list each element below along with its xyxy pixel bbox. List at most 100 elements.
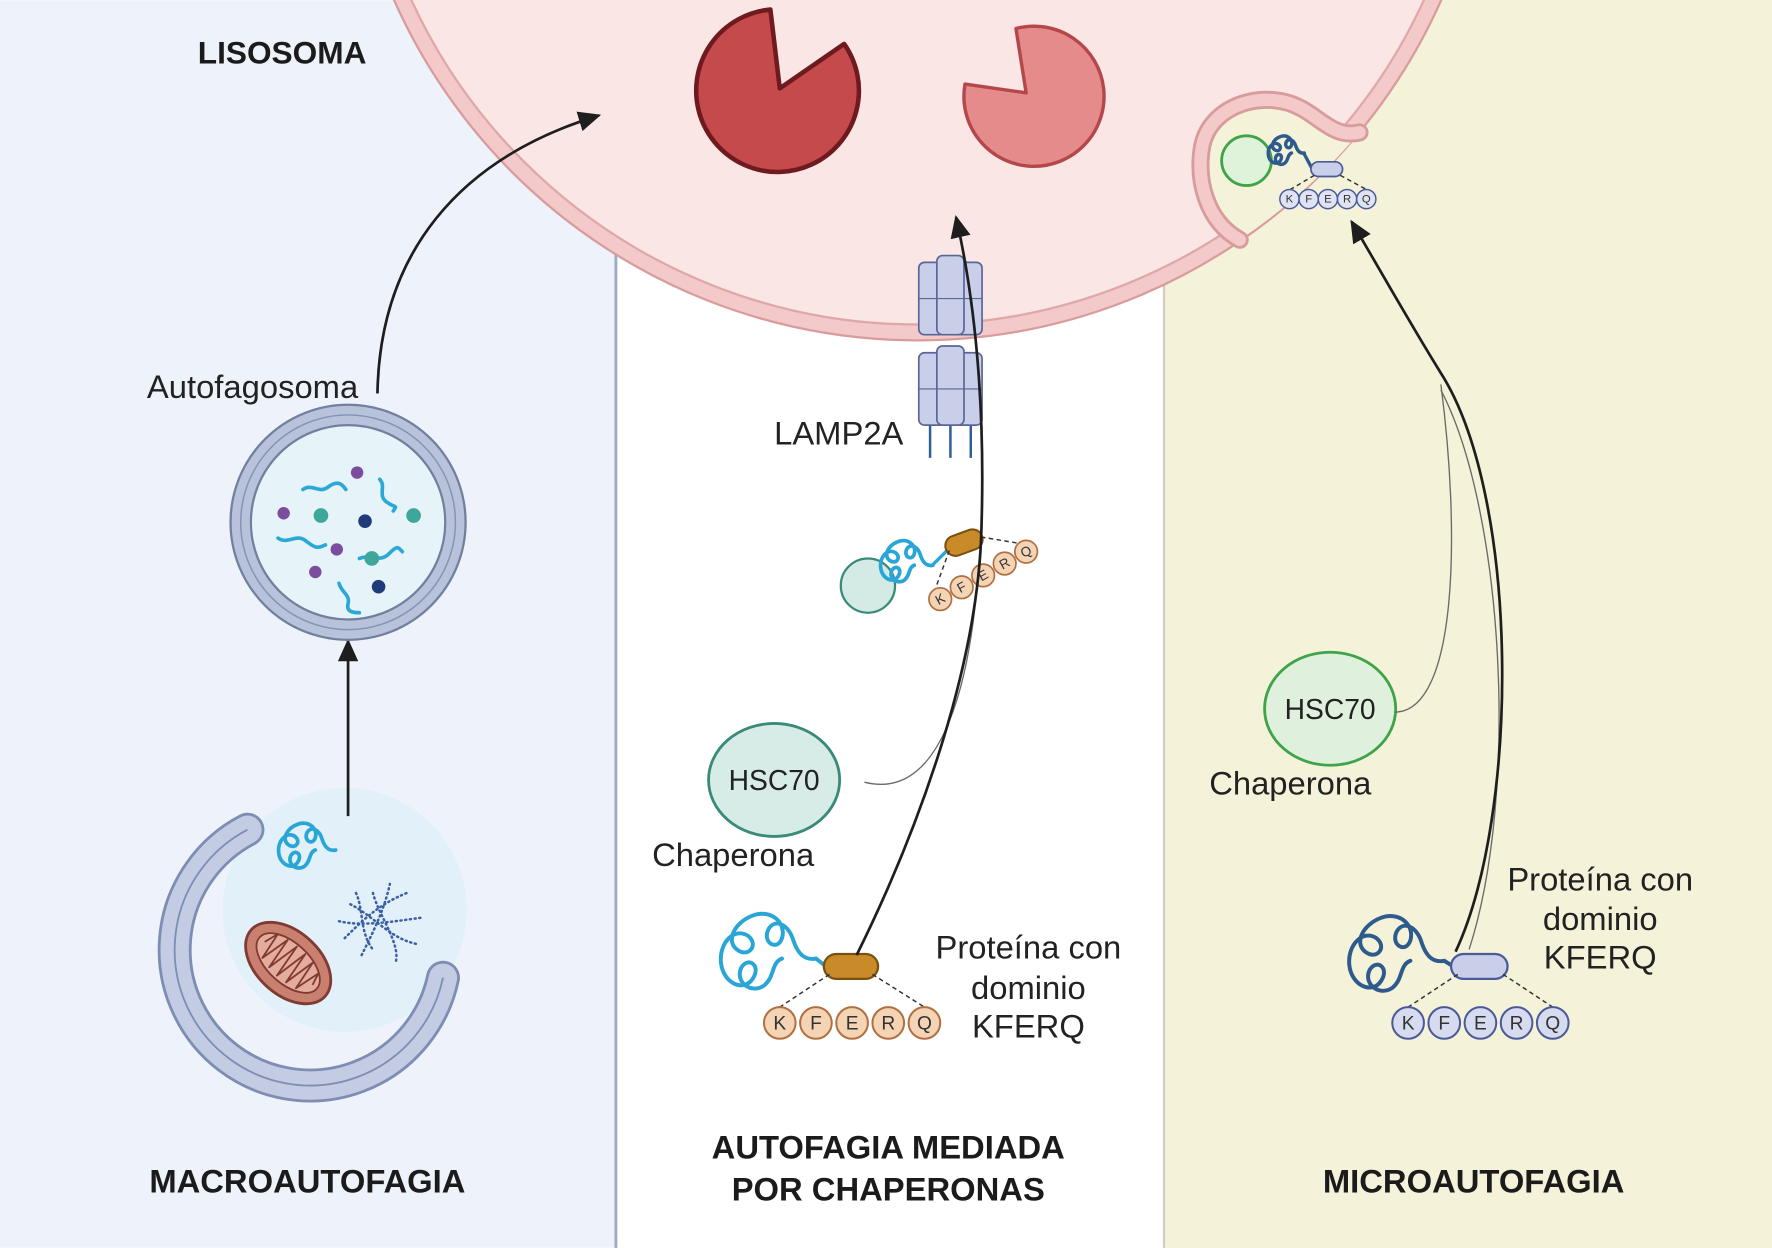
microautophagy-title: MICROAUTOFAGIA (1323, 1162, 1625, 1199)
cargo-particle (371, 579, 386, 594)
motif-residue (871, 1006, 906, 1040)
motif-letter: F (1438, 1014, 1450, 1035)
cargo-particle (358, 514, 372, 528)
invagination-membrane (1194, 93, 1366, 246)
motif-residue (1391, 1006, 1425, 1040)
motif-residue (762, 1006, 797, 1040)
substrate-label-line: KFERQ (1544, 939, 1657, 976)
cargo-particle (277, 507, 290, 520)
motif-letter: E (846, 1014, 859, 1035)
motif-bracket (1339, 174, 1368, 191)
motif-letter: Q (1362, 194, 1371, 206)
macroautophagy-section: Autofagosoma MACROAUTOFAGIA (147, 111, 602, 1199)
kferq-motif (762, 1006, 942, 1040)
mitochondrion-cristae (261, 933, 320, 990)
motif-letter: K (773, 1014, 786, 1035)
kferq-motif (1279, 188, 1377, 210)
motif-letter: R (1343, 194, 1351, 206)
aggregate-fiber (343, 891, 409, 940)
motif-residue (1013, 539, 1039, 564)
membrane-invagination-pocket (1200, 99, 1360, 240)
motif-residue (1355, 188, 1377, 210)
cargo-peptide (276, 536, 328, 550)
substrate-path-line (1440, 389, 1500, 950)
motif-letter: E (1474, 1014, 1487, 1035)
kferq-substrate-protein: K F E R Q (718, 911, 942, 1040)
kferq-motif (928, 539, 1039, 612)
autophagosome-membrane-line (239, 414, 457, 631)
kferq-tag (1449, 952, 1509, 980)
hsc70-label: HSC70 (1285, 693, 1376, 725)
chaperone-label: Chaperona (1209, 765, 1372, 802)
arrow-microautophagy-engulfment (1350, 219, 1504, 953)
motif-bracket (779, 973, 830, 1008)
motif-bracket (980, 536, 1036, 547)
motif-letter: E (1324, 194, 1332, 206)
substrate-linker (931, 549, 949, 567)
aggregate-fiber (371, 891, 398, 965)
motif-letter: K (1402, 1014, 1415, 1035)
cargo-particle (364, 551, 380, 566)
lamp2a-subunit (936, 254, 965, 336)
cargo-particles (277, 466, 421, 594)
lamp2a-subunit (936, 345, 965, 426)
hsc70-bound (1220, 134, 1273, 187)
mitochondrion-inner-membrane (255, 932, 321, 994)
cargo-peptide (377, 477, 398, 513)
cargo-peptide (337, 581, 362, 615)
substrate-label-line: KFERQ (972, 1008, 1085, 1045)
hsc70-chaperone (1263, 650, 1398, 767)
motif-residue (835, 1006, 869, 1040)
arrow-cma-translocation (855, 214, 984, 956)
motif-bracket (1502, 973, 1554, 1008)
cma-title-line: AUTOFAGIA MEDIADA (712, 1129, 1065, 1166)
chaperone-label: Chaperona (652, 836, 815, 873)
hsc70-binding-line (1395, 384, 1453, 713)
cma-title-line: POR CHAPERONAS (732, 1170, 1045, 1207)
engulfed-complex: K F E R Q (1220, 134, 1377, 210)
autophagosome-lumen (249, 423, 447, 621)
aggregate-fiber (354, 891, 375, 951)
motif-letter: R (881, 1014, 895, 1035)
mitochondrion (244, 920, 333, 1006)
hydrolase-enzyme-dark (693, 7, 862, 175)
cargo-particle (313, 508, 329, 523)
autophagosome-label: Autofagosoma (147, 368, 359, 405)
hsc70-substrate-complex: K F E R Q (839, 528, 1039, 614)
substrate-label-line: Proteína con (1507, 861, 1693, 898)
motif-bracket (1289, 174, 1315, 191)
substrate-label-line: dominio (1543, 900, 1658, 937)
hsc70-label: HSC70 (729, 764, 820, 796)
motif-bracket (935, 550, 950, 589)
aggregate-fiber (349, 903, 418, 946)
kferq-motif (1391, 1006, 1570, 1040)
substrate-label-line: Proteína con (935, 929, 1121, 966)
motif-letter: R (1510, 1014, 1524, 1035)
lamp2a-receptor (917, 254, 983, 458)
cargo-particle (350, 466, 364, 479)
motif-bracket (872, 973, 925, 1008)
motif-residue (799, 1006, 833, 1040)
motif-letter: Q (917, 1014, 932, 1035)
hydrolase-enzyme-light (962, 24, 1106, 168)
motif-letter: F (1305, 194, 1312, 206)
macroautophagy-title: MACROAUTOFAGIA (149, 1162, 465, 1199)
motif-letter: F (810, 1014, 822, 1035)
motif-residue (1535, 1006, 1570, 1040)
hsc70-bound (839, 557, 897, 614)
cargo-peptide (301, 481, 348, 492)
phagophore-membrane-line (173, 828, 444, 1087)
kferq-tag (1310, 160, 1344, 178)
motif-letter: Q (1545, 1014, 1560, 1035)
motif-residue (949, 575, 974, 600)
motif-letter: K (1286, 194, 1294, 206)
motif-residue (928, 586, 953, 612)
cargo-particle (406, 508, 421, 523)
motif-residue (1463, 1006, 1498, 1040)
lysosome-label: LISOSOMA (198, 34, 367, 70)
motif-residue (907, 1006, 942, 1040)
kferq-substrate-protein: K F E R Q (1347, 914, 1570, 1040)
microautophagy-section: K F E R Q HSC70 Chaperona K F (1209, 134, 1693, 1199)
autophagosome (229, 403, 467, 641)
